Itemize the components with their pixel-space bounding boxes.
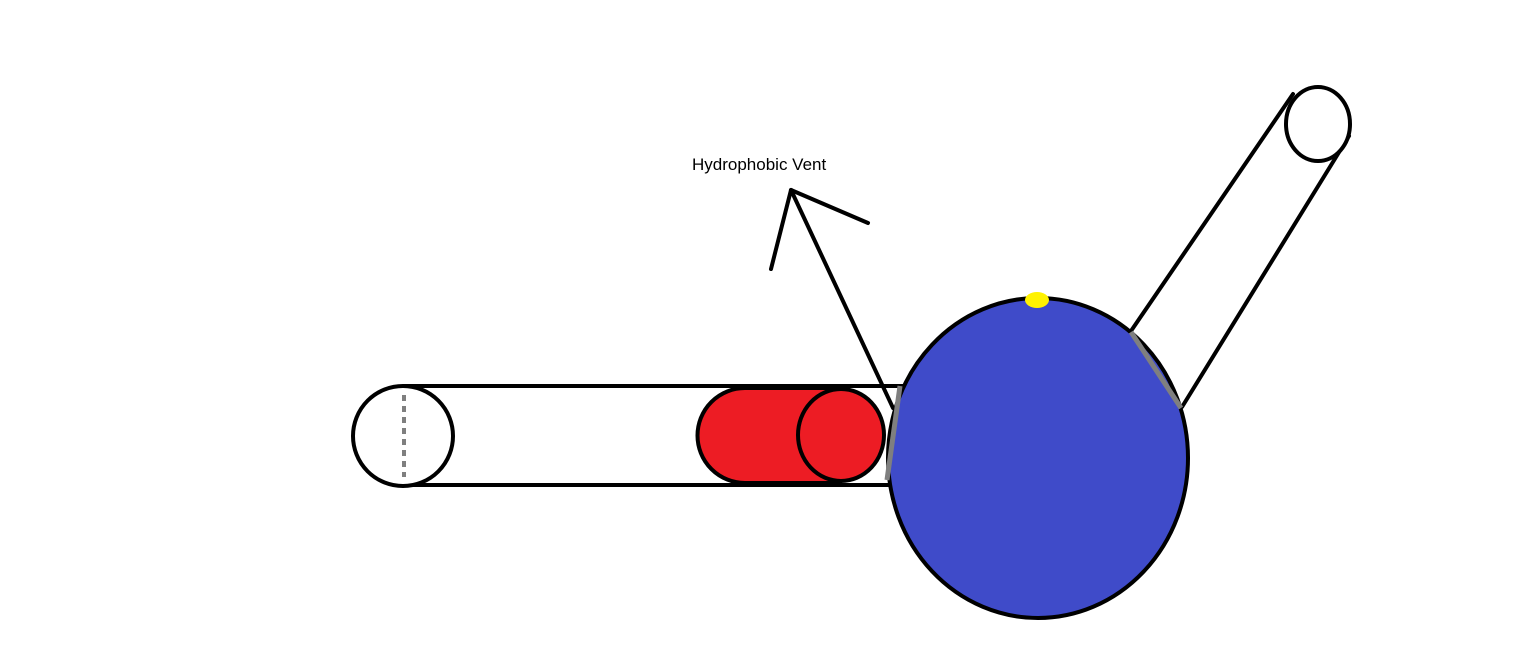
blue-chamber [884,292,1190,620]
right-seal [1128,330,1184,410]
upper-tube-end-circle [1284,85,1352,163]
vent-label: Hydrophobic Vent [692,155,826,174]
left-tube-end-circle [351,384,455,488]
arrow-shaft [789,188,895,410]
arrow-head-left [769,188,793,271]
vent-arrow [769,188,895,410]
left-seal [884,385,903,481]
arrow-head-right [789,188,870,225]
upper-right-tube [1129,85,1352,409]
red-plunger [695,386,886,485]
plunger-front-circle [796,387,886,483]
yellow-dot [1025,292,1049,308]
upper-tube-wall-top [1129,92,1295,333]
upper-tube-wall-bottom [1180,134,1351,409]
